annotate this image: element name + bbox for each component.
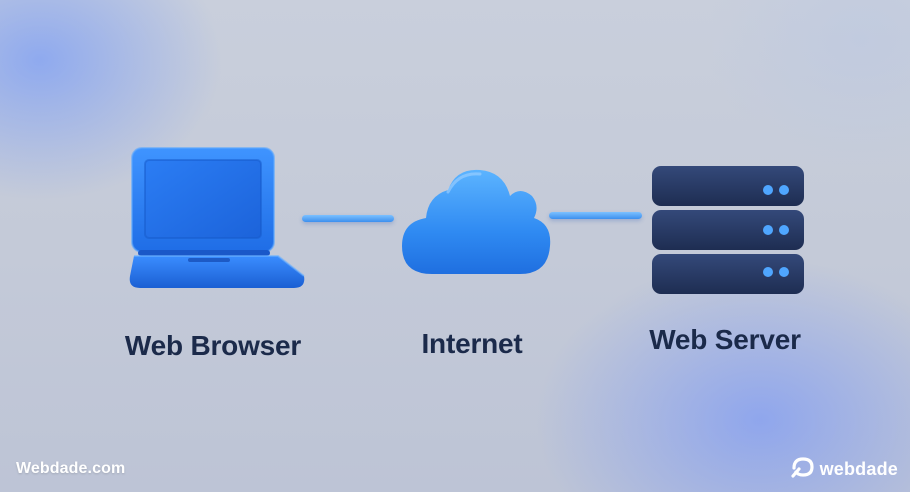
connector-internet-server (549, 212, 642, 219)
node-label-web-server: Web Server (649, 324, 801, 355)
logo-text: webdade (819, 459, 898, 479)
footer-site-name: Webdade.com (16, 460, 126, 477)
connector-browser-internet (302, 215, 394, 222)
node-label-internet: Internet (421, 328, 523, 359)
brand-logo: webdade (790, 456, 898, 483)
cloud-icon (398, 166, 554, 278)
server-icon (648, 164, 808, 298)
laptop-icon (128, 146, 308, 292)
webdade-logo-mark-icon (790, 456, 815, 483)
node-label-web-browser: Web Browser (124, 330, 302, 361)
